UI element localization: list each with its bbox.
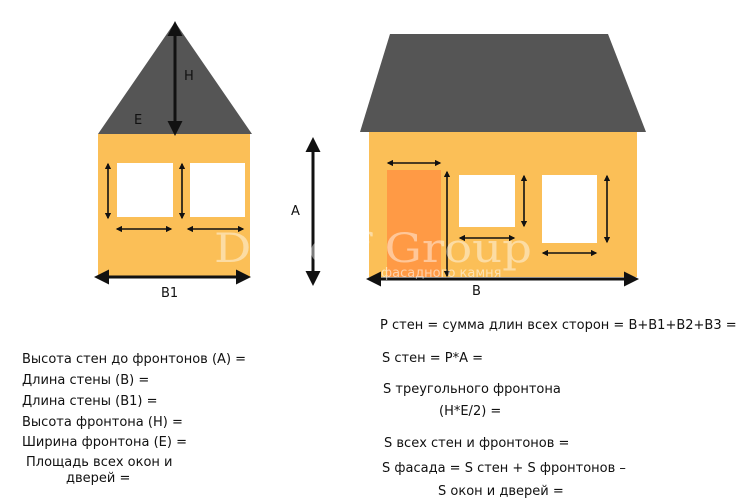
facade-formula-1: S фасада = S стен + S фронтонов – <box>382 461 626 476</box>
triangle-gable-formula-2: (Н*E/2) = <box>439 404 502 419</box>
wall-height-line: Высота стен до фронтонов (А) = <box>22 352 247 367</box>
gable-height-line: Высота фронтона (H) = <box>22 415 183 430</box>
right-window-1 <box>459 175 515 227</box>
left-window-1 <box>117 163 173 217</box>
left-window-2 <box>190 163 245 217</box>
right-roof <box>360 34 646 132</box>
triangle-gable-formula-1: S треугольного фронтона <box>383 382 561 397</box>
right-house: B <box>360 34 646 299</box>
label-a: A <box>291 204 300 219</box>
gable-width-line: Ширина фронтона (E) = <box>22 435 187 450</box>
facade-formula-2: S окон и дверей = <box>438 484 564 499</box>
label-b1: B1 <box>161 286 178 301</box>
left-house: H E B1 <box>94 21 252 301</box>
watermark-main: DeFoff Group <box>214 226 532 272</box>
all-walls-formula: S всех стен и фронтонов = <box>384 436 570 451</box>
label-e: E <box>134 113 142 128</box>
wall-length-b-line: Длина стены (В) = <box>22 373 150 388</box>
wall-length-b1-line: Длина стены (В1) = <box>22 394 158 409</box>
label-h: H <box>184 69 194 84</box>
watermark-sub: фасадного камня <box>381 266 502 281</box>
wall-area-formula: S стен = Р*А = <box>382 351 484 366</box>
openings-area-line-2: дверей = <box>66 471 131 486</box>
right-window-2 <box>542 175 597 243</box>
openings-area-line-1: Площадь всех окон и <box>26 455 173 470</box>
label-b: B <box>472 284 481 299</box>
right-door <box>387 170 441 277</box>
perimeter-formula: Р стен = сумма длин всех сторон = В+В1+В… <box>380 318 737 333</box>
